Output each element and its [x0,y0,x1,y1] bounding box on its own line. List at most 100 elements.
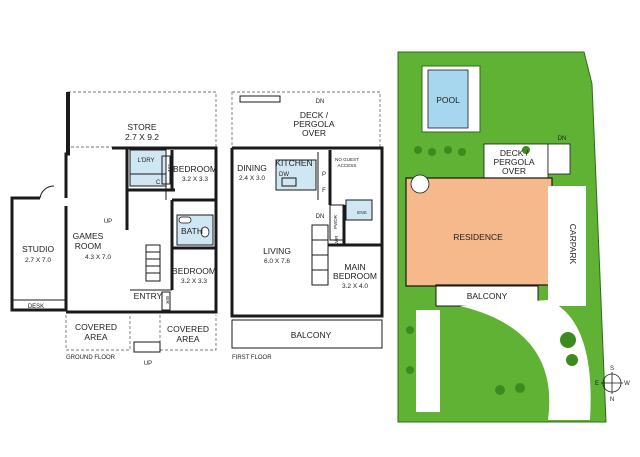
games-wall-left [64,152,70,198]
games-room-label-2: ROOM [75,241,101,251]
no-guest-label-2: ACCESS [338,163,357,168]
deck-steps [239,95,281,103]
tree [406,366,414,374]
dining-dimensions: 2.4 X 3.0 [239,175,265,182]
studio-dimensions: 2.7 X 7.0 [25,257,51,264]
carpark-label: CARPARK [568,224,578,265]
first-floor-deck-label: DECK / [300,110,329,120]
first-floor-deck-label-2: PERGOLA [293,119,334,129]
tree [414,146,422,154]
main-bedroom-dimensions: 3.2 X 4.0 [342,283,368,290]
site-deck [483,143,549,179]
no-guest-label: NO GUEST [335,157,359,162]
stair-dn-label: DN [316,214,325,220]
cupboard-label: C [156,180,161,186]
tree [495,385,505,395]
ground-stair [145,244,161,282]
tree [522,146,530,154]
site-plan: POOL DN DECK / PERGOLA OVER RESIDENCE BA… [397,51,630,423]
site-deck-label-3: OVER [502,166,526,176]
dishwasher-label: DW [279,172,289,178]
compass-n: N [610,397,614,403]
store-wall-left [66,92,70,154]
covered-area-2-label: COVERED [167,324,209,334]
tree [560,332,576,348]
covered-area-2-label-2: AREA [176,334,199,344]
site-deck-label-2: PERGOLA [493,157,534,167]
laundry-floor [129,149,167,187]
tree [406,326,414,334]
ground-walls-right [127,146,218,314]
studio-door-arc [39,185,55,199]
linen-label: LIN [167,164,172,171]
site-dn-label: DN [558,136,567,142]
site-deck-label: DECK / [500,148,529,158]
ground-floor-plan: STORE 2.7 X 9.2 L'DRY C LIN BIR BEDROOM … [10,91,218,367]
round-table-icon [410,174,430,194]
first-floor-balcony-label: BALCONY [291,330,332,340]
covered-area-2-outline [159,315,217,351]
front-step [133,341,161,353]
robe2-outline [161,291,171,311]
ground-floor-title: GROUND FLOOR [66,355,116,361]
bedroom1-label: BEDROOM [173,164,217,174]
living-label: LIVING [263,246,291,256]
games-room-dimensions: 4.3 X 7.0 [85,254,111,261]
up-label-2: UP [144,361,152,367]
carpark [548,186,586,306]
first-floor-walls [230,146,384,318]
sink-icon [281,177,297,187]
residence-label: RESIDENCE [453,232,503,242]
bedroom2-dimensions: 3.2 X 3.3 [181,278,207,285]
tree [515,383,525,393]
covered-area-1-label-2: AREA [84,332,107,342]
first-floor-title: FIRST FLOOR [232,355,272,361]
first-floor-balcony [231,319,383,349]
main-bedroom-label-2: BEDROOM [333,271,377,281]
toilet-icon [200,226,210,238]
covered-area-1-label: COVERED [75,322,117,332]
tree [444,146,452,154]
compass-icon [601,372,623,394]
kitchen-label: KITCHEN [275,158,312,168]
pwdr-label: PWDR [333,214,338,229]
studio-walls [10,196,68,312]
pool [427,69,469,129]
desk-label: DESK [28,304,44,310]
driveway-left [416,310,440,412]
studio-label: STUDIO [22,244,55,254]
residence-footprint [405,177,553,287]
first-floor-deck-label-3: OVER [302,128,326,138]
driveway-curve [460,300,591,420]
pantry-label: P [322,172,326,178]
bath-label: BATH [181,226,203,236]
store-label: STORE [127,122,156,132]
entry-label: ENTRY [134,291,163,301]
bedroom1-dimensions: 3.2 X 3.3 [182,176,208,183]
bath-tub-icon [178,216,192,224]
tree [458,148,466,156]
site-balcony-label: BALCONY [467,291,508,301]
compass-e: E [595,381,599,387]
wir-label: WIR [334,235,339,245]
compass-w: W [624,381,630,387]
site-stair [547,143,571,175]
ensuite-floor [345,199,373,221]
ensuite-label: ENS [357,210,366,215]
games-room-label: GAMES [73,231,104,241]
pool-label: POOL [436,95,460,105]
bedroom2-label: BEDROOM [172,266,216,276]
compass-s: S [610,366,614,372]
first-floor-plan: DN DECK / PERGOLA OVER DINING 2.4 X 3.0 … [230,91,384,361]
up-label-1: UP [104,219,112,225]
store-dimensions: 2.7 X 9.2 [125,132,159,142]
tree [428,148,436,156]
first-floor-dn-label: DN [316,99,325,105]
covered-area-1-outline [65,315,131,351]
robe1-outline [161,155,171,185]
tree [566,354,578,366]
main-bedroom-label: MAIN [344,262,365,272]
laundry-label: L'DRY [137,158,154,164]
living-dimensions: 6.0 X 7.6 [264,258,290,265]
